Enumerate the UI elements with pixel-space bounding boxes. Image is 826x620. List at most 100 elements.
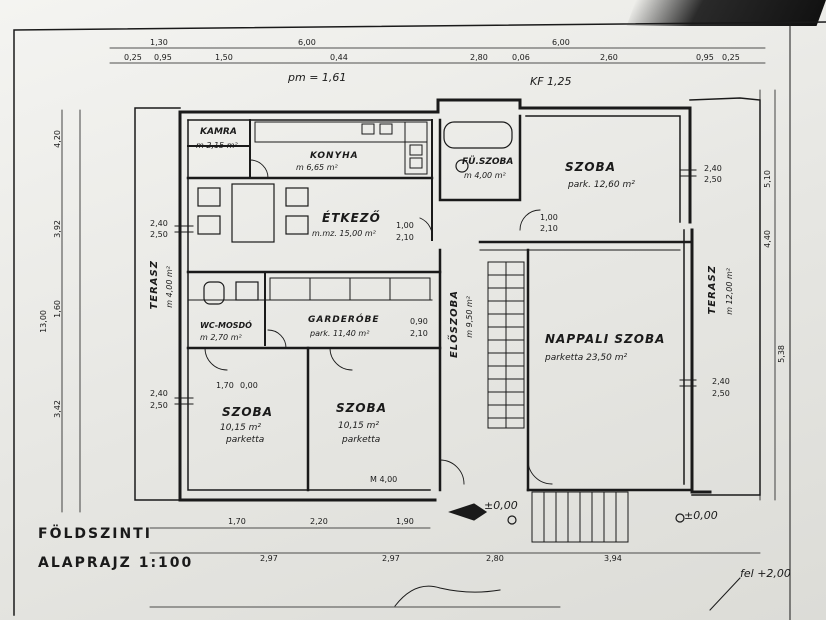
win-3: 2,40: [704, 164, 722, 173]
dim-bot-d: 2,97: [260, 554, 278, 563]
win-1b: 2,50: [150, 230, 168, 239]
outer-wall-inner: [187, 115, 681, 223]
win-1: 2,40: [150, 219, 168, 228]
wall-bath: [438, 114, 522, 202]
handwritten-scribble: [394, 585, 501, 607]
outer-wall: [178, 98, 692, 224]
door-1b: 2,10: [396, 233, 414, 242]
dim-top-a: 1,30: [150, 38, 168, 47]
left-wall-inner: [187, 119, 431, 491]
win-3b: 2,50: [704, 175, 722, 184]
note-kf: KF 1,25: [530, 75, 572, 88]
room-eloszoba-area: m 9,50 m²: [465, 296, 474, 338]
room-terasz-right-area: m 12,00 m²: [725, 268, 734, 315]
handwritten-arrow: [709, 577, 741, 611]
room-nappali-name: NAPPALI SZOBA: [545, 332, 666, 346]
dim-top-d: 1,50: [215, 53, 233, 62]
door-arcs: [204, 159, 553, 485]
room-szoba-left-name: SZOBA: [222, 405, 273, 419]
room-etkezo-name: ÉTKEZŐ: [322, 211, 381, 225]
dim-top-f: 2,80: [470, 53, 488, 62]
room-furdo-area: m 4,00 m²: [464, 171, 506, 180]
dim-top-b: 0,25: [124, 53, 142, 62]
room-szoba-top-area: park. 12,60 m²: [568, 180, 635, 190]
entrance-symbol: [448, 503, 685, 525]
win-2b: 2,50: [150, 401, 168, 410]
wc-fixtures: [203, 281, 259, 305]
sheet-frame: [13, 21, 826, 616]
room-kamra-name: KAMRA: [200, 127, 237, 137]
room-eloszoba-name: ELŐSZOBA: [449, 290, 460, 359]
win-4b: 2,50: [712, 389, 730, 398]
dim-top-h: 2,60: [600, 53, 618, 62]
dim-bot-g: 3,94: [604, 554, 622, 563]
wardrobe-units: [269, 277, 431, 301]
window-marks: [174, 169, 697, 405]
staircase: [487, 261, 525, 429]
win-5: 1,00: [540, 213, 558, 222]
room-nappali-area: parketta 23,50 m²: [545, 353, 628, 363]
note-zero: ±0,00: [684, 509, 718, 522]
room-terasz-right-name: TERASZ: [707, 265, 718, 315]
dim-left-b: 3,92: [53, 220, 62, 238]
dim-top-c: 0,95: [154, 53, 172, 62]
room-garderobe-area: park. 11,40 m²: [310, 329, 370, 338]
room-wc-area: m 2,70 m²: [200, 333, 242, 342]
wall-kamra: [187, 119, 251, 179]
door-2b: 2,10: [410, 329, 428, 338]
dim-left-a: 4,20: [53, 130, 62, 148]
door-1: 1,00: [396, 221, 414, 230]
room-szoba-left-area: 10,15 m²: [220, 423, 262, 433]
dining-table: [197, 183, 309, 243]
room-szoba-mid-area: 10,15 m²: [338, 421, 380, 431]
dim-bot-b: 2,20: [310, 517, 328, 526]
dim-top-i: 0,95: [696, 53, 714, 62]
dim-top-1: 6,00: [298, 38, 316, 47]
dim-left-c: 1,60: [53, 300, 62, 318]
dim-left-d: 3,42: [53, 400, 62, 418]
note-fel: fel +2,00: [740, 567, 791, 580]
dim-top-e: 0,44: [330, 53, 348, 62]
dim-bot-a: 1,70: [228, 517, 246, 526]
win-6b: 0,00: [240, 381, 258, 390]
room-szoba-mid-name: SZOBA: [336, 401, 387, 415]
plan-title-line2: ALAPRAJZ 1:100: [38, 555, 194, 571]
dim-right-b: 4,40: [763, 230, 772, 248]
plan-title-line1: FÖLDSZINTI: [38, 526, 152, 542]
note-entrance-level: ±0,00: [484, 499, 518, 512]
room-konyha-area: m 6,65 m²: [296, 163, 338, 172]
room-garderobe-name: GARDERÓBE: [308, 315, 380, 325]
win-2: 2,40: [150, 389, 168, 398]
stair-mark: M 4,00: [370, 475, 398, 484]
room-etkezo-area: m.mz. 15,00 m²: [312, 229, 376, 238]
room-terasz-left-name: TERASZ: [149, 260, 160, 310]
dim-right-c: 5,38: [777, 345, 786, 363]
room-szoba-left-floor: parketta: [226, 435, 265, 445]
room-kamra-area: m 2,15 m²: [196, 141, 238, 150]
room-furdo-name: FÜ.SZOBA: [462, 157, 514, 167]
dim-top-j: 0,25: [722, 53, 740, 62]
kitchen-counter: [254, 121, 428, 175]
dim-top-2: 6,00: [552, 38, 570, 47]
win-4: 2,40: [712, 377, 730, 386]
dim-top-g: 0,06: [512, 53, 530, 62]
room-szoba-mid-floor: parketta: [342, 435, 381, 445]
dim-bot-e: 2,97: [382, 554, 400, 563]
entrance-steps: [531, 491, 629, 543]
bathtub: [443, 121, 513, 173]
room-wc-name: WC-MOSDÓ: [200, 321, 252, 330]
note-pm: pm = 1,61: [288, 71, 347, 84]
terrace-right: [689, 97, 761, 496]
dim-bot-c: 1,90: [396, 517, 414, 526]
dim-right-a: 5,10: [763, 170, 772, 188]
right-wall: [690, 228, 712, 494]
room-szoba-top-name: SZOBA: [565, 160, 616, 174]
terrace-left: [134, 107, 181, 501]
dim-bot-f: 2,80: [486, 554, 504, 563]
room-terasz-left-area: m 4,00 m²: [165, 266, 174, 308]
room-konyha-name: KONYHA: [310, 151, 359, 161]
win-5b: 2,10: [540, 224, 558, 233]
dim-left-e: 13,00: [39, 310, 48, 333]
